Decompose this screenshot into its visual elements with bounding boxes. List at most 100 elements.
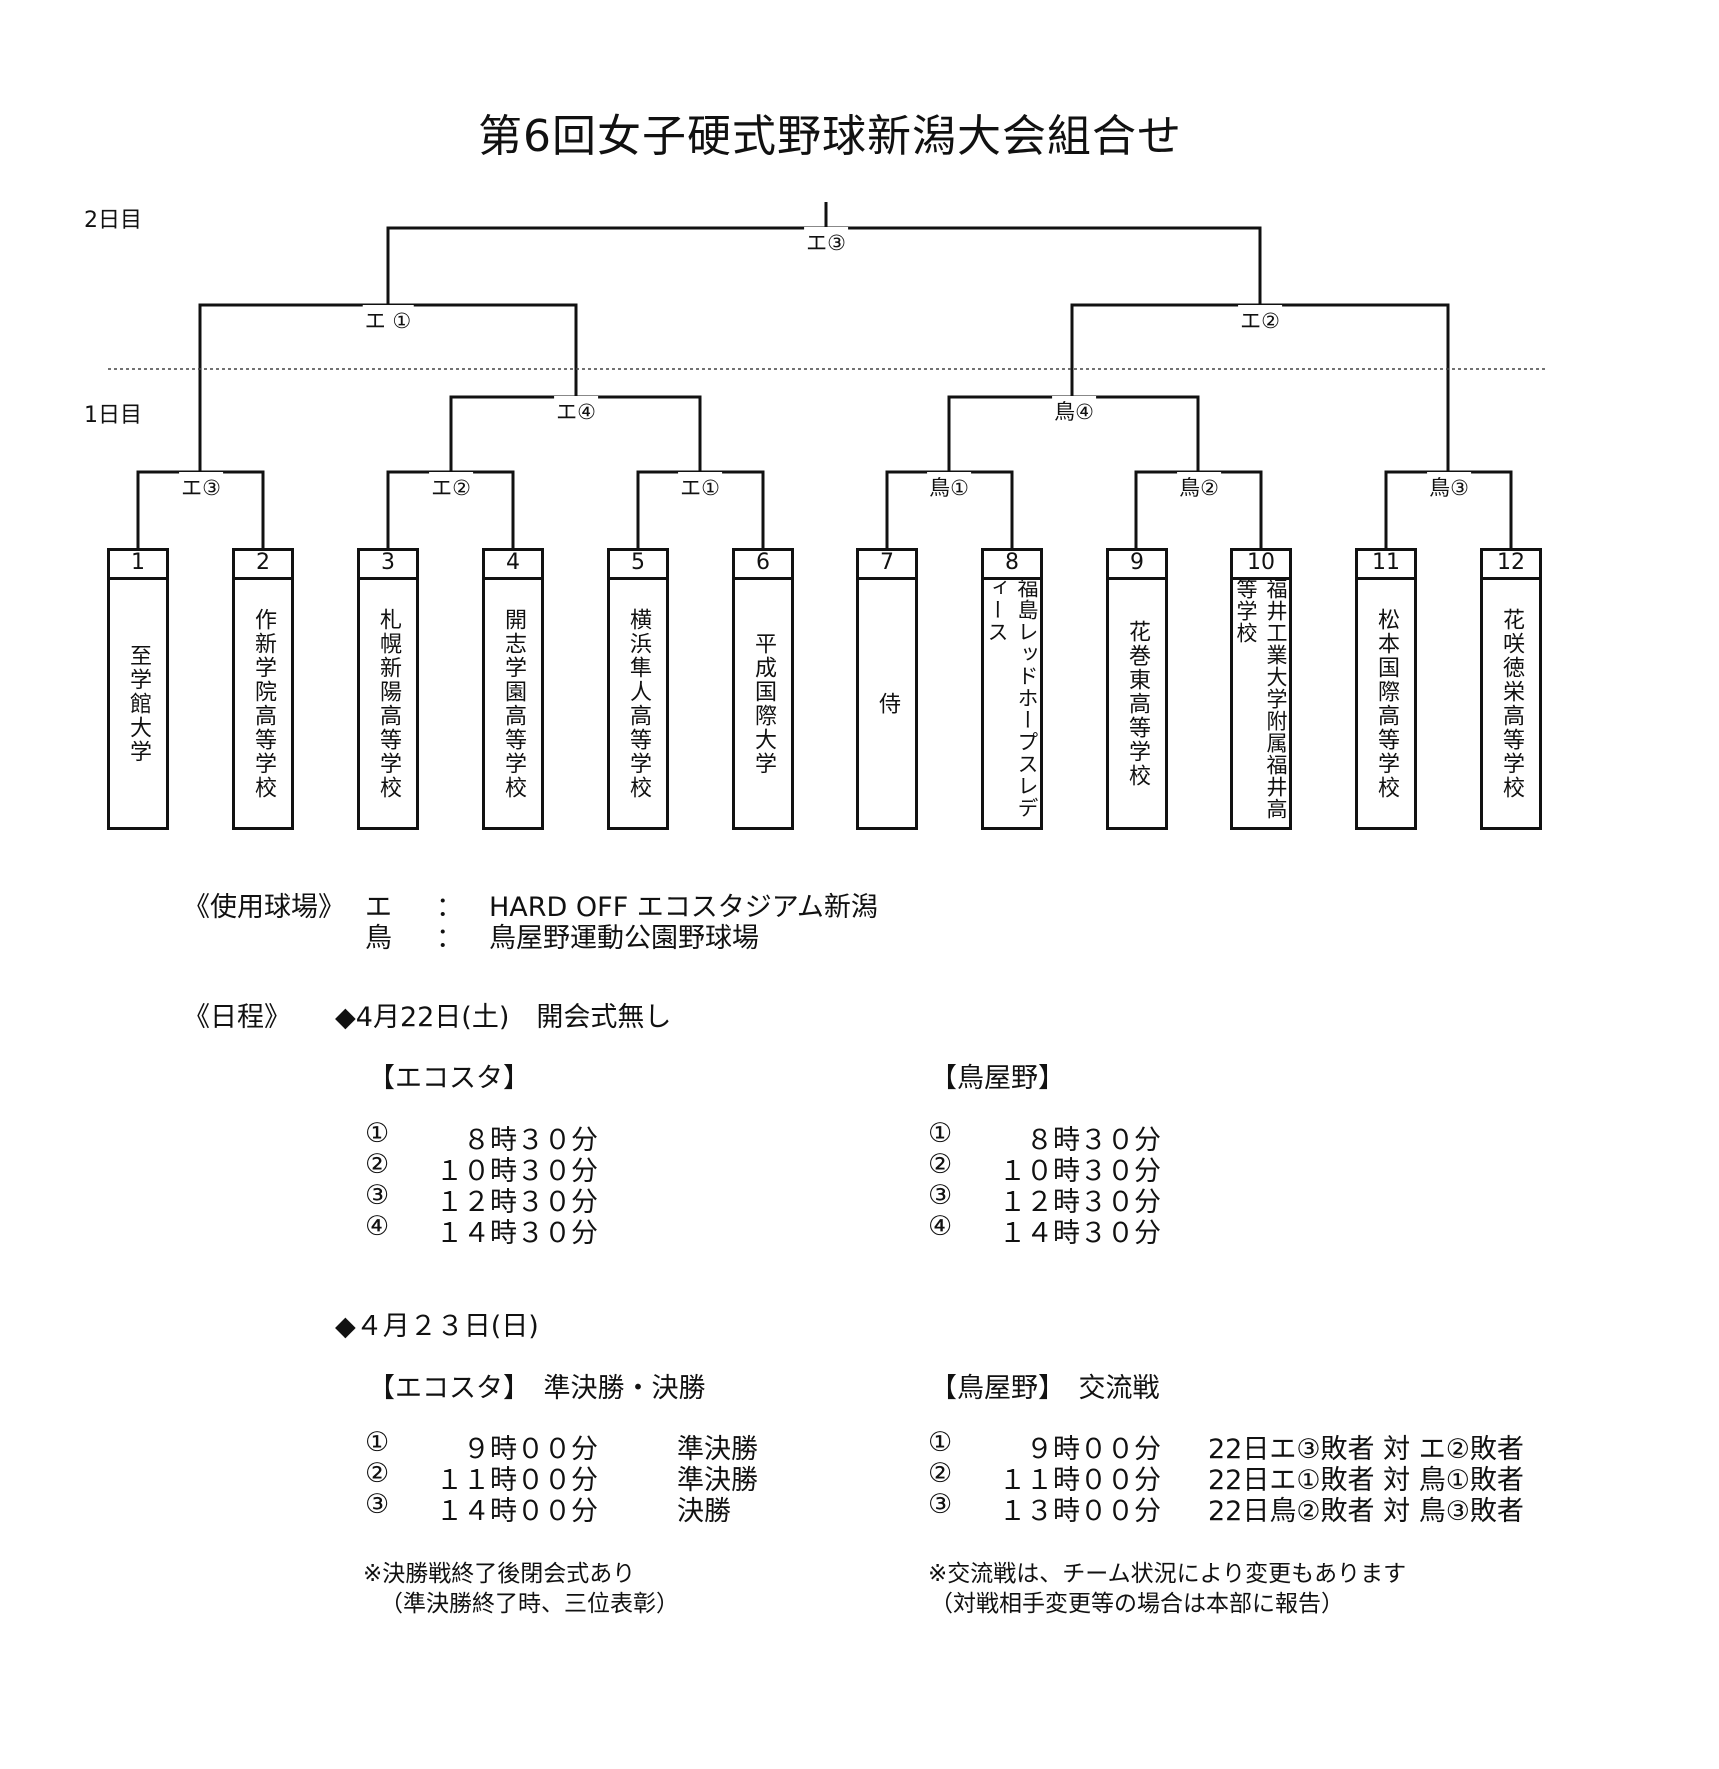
slot-time: ８時３０分 bbox=[1026, 1125, 1161, 1156]
team-name: 花巻東高等学校 bbox=[1125, 620, 1150, 788]
slot-number: ① bbox=[365, 1118, 390, 1149]
team-name: 福井工業大学附属福井高等学校 bbox=[1234, 578, 1288, 820]
team-number: 1 bbox=[110, 551, 166, 580]
slot-time: １１時００分 bbox=[436, 1465, 598, 1496]
qf-left-match-label: エ④ bbox=[554, 396, 598, 426]
slot-time: １４時３０分 bbox=[999, 1218, 1161, 1249]
venue-code: 鳥 bbox=[365, 923, 392, 954]
slot-number: ① bbox=[365, 1427, 390, 1458]
slot-note: 22日エ③敗者 対 エ②敗者 bbox=[1208, 1434, 1524, 1465]
team-name: 花咲徳栄高等学校 bbox=[1499, 608, 1524, 800]
team-number: 11 bbox=[1358, 551, 1414, 580]
team-number: 8 bbox=[984, 551, 1040, 580]
team-box: 6 平成国際大学 bbox=[732, 548, 794, 830]
venue-separator: ： bbox=[436, 892, 463, 923]
team-box: 3 札幌新陽高等学校 bbox=[357, 548, 419, 830]
team-number: 7 bbox=[859, 551, 915, 580]
team-number: 9 bbox=[1109, 551, 1165, 580]
slot-note: 22日エ①敗者 対 鳥①敗者 bbox=[1208, 1465, 1524, 1496]
venue-separator: ： bbox=[436, 923, 463, 954]
slot-number: ② bbox=[928, 1458, 953, 1489]
team-box: 2 作新学院高等学校 bbox=[232, 548, 294, 830]
slot-note: 準決勝 bbox=[677, 1434, 758, 1465]
slot-time: １２時３０分 bbox=[999, 1187, 1161, 1218]
slot-number: ④ bbox=[928, 1211, 953, 1242]
team-box: 8 福島レッドホープスレディース bbox=[981, 548, 1043, 830]
slot-time: １２時３０分 bbox=[436, 1187, 598, 1218]
team-name: 横浜隼人高等学校 bbox=[626, 608, 651, 800]
slot-time: １４時３０分 bbox=[436, 1218, 598, 1249]
venue-name: HARD OFF エコスタジアム新潟 bbox=[489, 892, 878, 923]
slot-number: ③ bbox=[928, 1489, 953, 1520]
slot-number: ② bbox=[365, 1458, 390, 1489]
r1-match-label: 鳥① bbox=[927, 472, 971, 502]
slot-time: ８時３０分 bbox=[463, 1125, 598, 1156]
team-name: 作新学院高等学校 bbox=[251, 608, 276, 800]
slot-number: ④ bbox=[365, 1211, 390, 1242]
r1-match-label: エ① bbox=[678, 472, 722, 502]
slot-time: １１時００分 bbox=[999, 1465, 1161, 1496]
slot-time: １０時３０分 bbox=[436, 1156, 598, 1187]
slot-number: ① bbox=[928, 1118, 953, 1149]
team-box: 7 侍 bbox=[856, 548, 918, 830]
team-number: 10 bbox=[1233, 551, 1289, 580]
day2-left-title: 【エコスタ】 準決勝・決勝 bbox=[368, 1373, 706, 1404]
team-box: 12 花咲徳栄高等学校 bbox=[1480, 548, 1542, 830]
venue-name: 鳥屋野運動公園野球場 bbox=[489, 923, 759, 954]
semi-right-match-label: エ② bbox=[1238, 305, 1282, 335]
slot-time: １３時００分 bbox=[999, 1496, 1161, 1527]
r1-match-label: 鳥② bbox=[1177, 472, 1221, 502]
slot-note: 22日鳥②敗者 対 鳥③敗者 bbox=[1208, 1496, 1524, 1527]
slot-time: １４時００分 bbox=[436, 1496, 598, 1527]
r1-match-label: エ③ bbox=[179, 472, 223, 502]
team-name: 至学館大学 bbox=[126, 644, 151, 764]
slot-time: １０時３０分 bbox=[999, 1156, 1161, 1187]
team-box: 5 横浜隼人高等学校 bbox=[607, 548, 669, 830]
slot-note: 決勝 bbox=[677, 1496, 731, 1527]
footnote-left: （準決勝終了時、三位表彰） bbox=[380, 1591, 679, 1617]
qf-right-match-label: 鳥④ bbox=[1052, 396, 1096, 426]
schedule-label: 《日程》 bbox=[183, 1002, 291, 1033]
team-number: 5 bbox=[610, 551, 666, 580]
venue-code: エ bbox=[365, 892, 392, 923]
slot-number: ② bbox=[365, 1149, 390, 1180]
r1-match-label: 鳥③ bbox=[1427, 472, 1471, 502]
day1-right-title: 【鳥屋野】 bbox=[930, 1063, 1065, 1094]
slot-number: ① bbox=[928, 1427, 953, 1458]
slot-note: 準決勝 bbox=[677, 1465, 758, 1496]
team-number: 12 bbox=[1483, 551, 1539, 580]
team-box: 9 花巻東高等学校 bbox=[1106, 548, 1168, 830]
day1-label: 1日目 bbox=[84, 403, 142, 428]
final-match-label: エ③ bbox=[804, 227, 848, 257]
r1-match-label: エ② bbox=[429, 472, 473, 502]
team-name: 侍 bbox=[875, 692, 900, 716]
slot-time: ９時００分 bbox=[1026, 1434, 1161, 1465]
team-box: 10 福井工業大学附属福井高等学校 bbox=[1230, 548, 1292, 830]
slot-number: ③ bbox=[928, 1180, 953, 1211]
day1-heading: ◆4月22日(土) 開会式無し bbox=[335, 1002, 672, 1033]
team-name: 開志学園高等学校 bbox=[501, 608, 526, 800]
day1-left-title: 【エコスタ】 bbox=[368, 1063, 530, 1094]
team-number: 6 bbox=[735, 551, 791, 580]
day2-label: 2日目 bbox=[84, 208, 142, 233]
day2-heading: ◆４月２３日(日) bbox=[335, 1311, 539, 1342]
team-number: 2 bbox=[235, 551, 291, 580]
venues-label: 《使用球場》 bbox=[183, 892, 345, 923]
slot-number: ③ bbox=[365, 1180, 390, 1211]
slot-number: ③ bbox=[365, 1489, 390, 1520]
team-name: 札幌新陽高等学校 bbox=[376, 608, 401, 800]
team-box: 11 松本国際高等学校 bbox=[1355, 548, 1417, 830]
slot-time: ９時００分 bbox=[463, 1434, 598, 1465]
team-number: 3 bbox=[360, 551, 416, 580]
footnote-right: （対戦相手変更等の場合は本部に報告） bbox=[930, 1591, 1344, 1617]
semi-left-match-label: エ ① bbox=[362, 305, 414, 335]
team-name: 松本国際高等学校 bbox=[1374, 608, 1399, 800]
team-number: 4 bbox=[485, 551, 541, 580]
footnote-left: ※決勝戦終了後閉会式あり bbox=[363, 1561, 636, 1587]
team-box: 1 至学館大学 bbox=[107, 548, 169, 830]
footnote-right: ※交流戦は、チーム状況により変更もあります bbox=[928, 1561, 1407, 1587]
slot-number: ② bbox=[928, 1149, 953, 1180]
team-box: 4 開志学園高等学校 bbox=[482, 548, 544, 830]
team-name: 平成国際大学 bbox=[751, 632, 776, 776]
team-name: 福島レッドホープスレディース bbox=[985, 577, 1039, 819]
